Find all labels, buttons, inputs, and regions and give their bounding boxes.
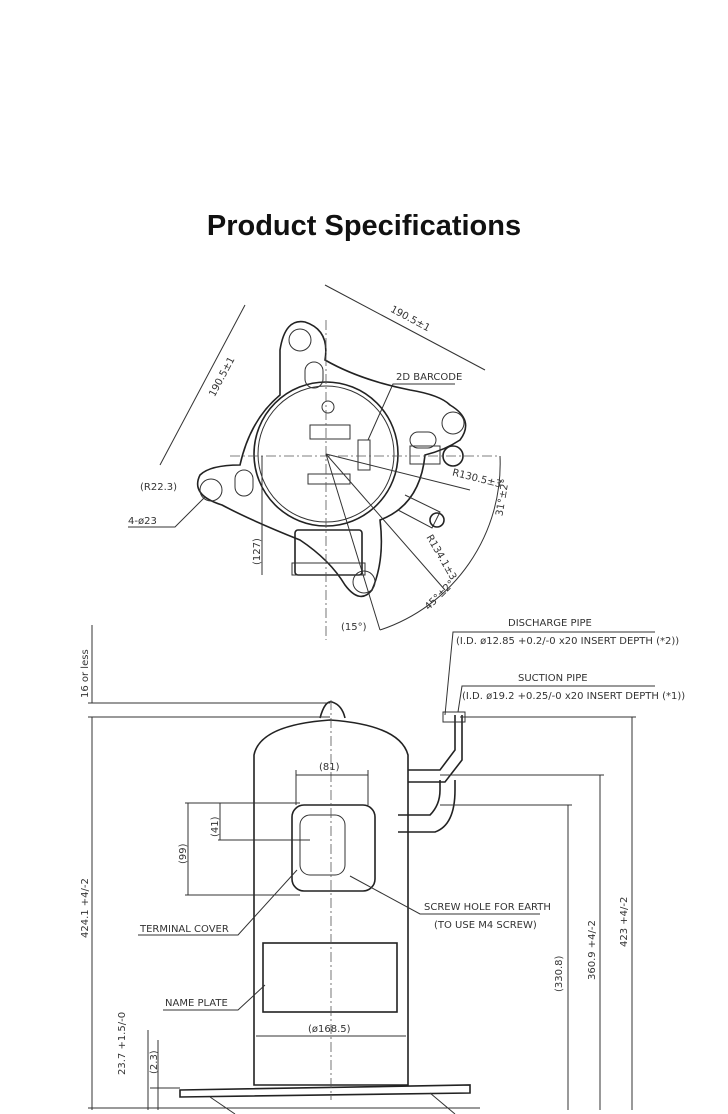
dim-41: (41) [210,816,221,837]
dim-99: (99) [178,843,189,864]
screw-hole-note: (TO USE M4 SCREW) [434,920,537,931]
hole-spec-label: 4-ø23 [128,516,157,527]
screw-hole-label: SCREW HOLE FOR EARTH [424,902,551,913]
dim-127: (127) [252,538,263,565]
page-title: Product Specifications [206,210,522,242]
suction-pipe-label: SUCTION PIPE [518,673,588,684]
dim-2-3: (2.3) [149,1050,160,1074]
dim-81: (81) [319,762,340,773]
dim-330-8: (330.8) [554,955,565,992]
lug-radius-label: (R22.3) [140,482,177,493]
discharge-pipe-spec: (I.D. ø12.85 +0.2/-0 x20 INSERT DEPTH (*… [456,636,679,647]
name-plate-label: NAME PLATE [165,998,228,1009]
suction-radius: R134.1±3 [424,533,459,582]
angle-15: (15°) [341,622,367,633]
clearance-dim: 16 or less [80,649,91,698]
dim-lug-spacing-left: 190.5±1 [207,355,237,398]
side-view: DISCHARGE PIPE (I.D. ø12.85 +0.2/-0 x20 … [80,618,685,1114]
top-view: 190.5±1 190.5±1 2D BARCODE (R22.3) 4-ø23… [128,284,512,640]
diameter-dim: (ø168.5) [308,1024,351,1035]
barcode-label: 2D BARCODE [396,372,462,383]
base-height-dim: 23.7 +1.5/-0 [117,1012,128,1075]
dim-423: 423 +4/-2 [619,897,630,947]
angle-45: 45°±2° [423,578,457,612]
dim-360-9: 360.9 +4/-2 [587,920,598,980]
total-height-dim: 424.1 +4/-2 [80,878,91,938]
suction-pipe-spec: (I.D. ø19.2 +0.25/-0 x20 INSERT DEPTH (*… [462,691,685,702]
terminal-cover-label: TERMINAL COVER [139,924,229,935]
discharge-pipe-label: DISCHARGE PIPE [508,618,592,629]
